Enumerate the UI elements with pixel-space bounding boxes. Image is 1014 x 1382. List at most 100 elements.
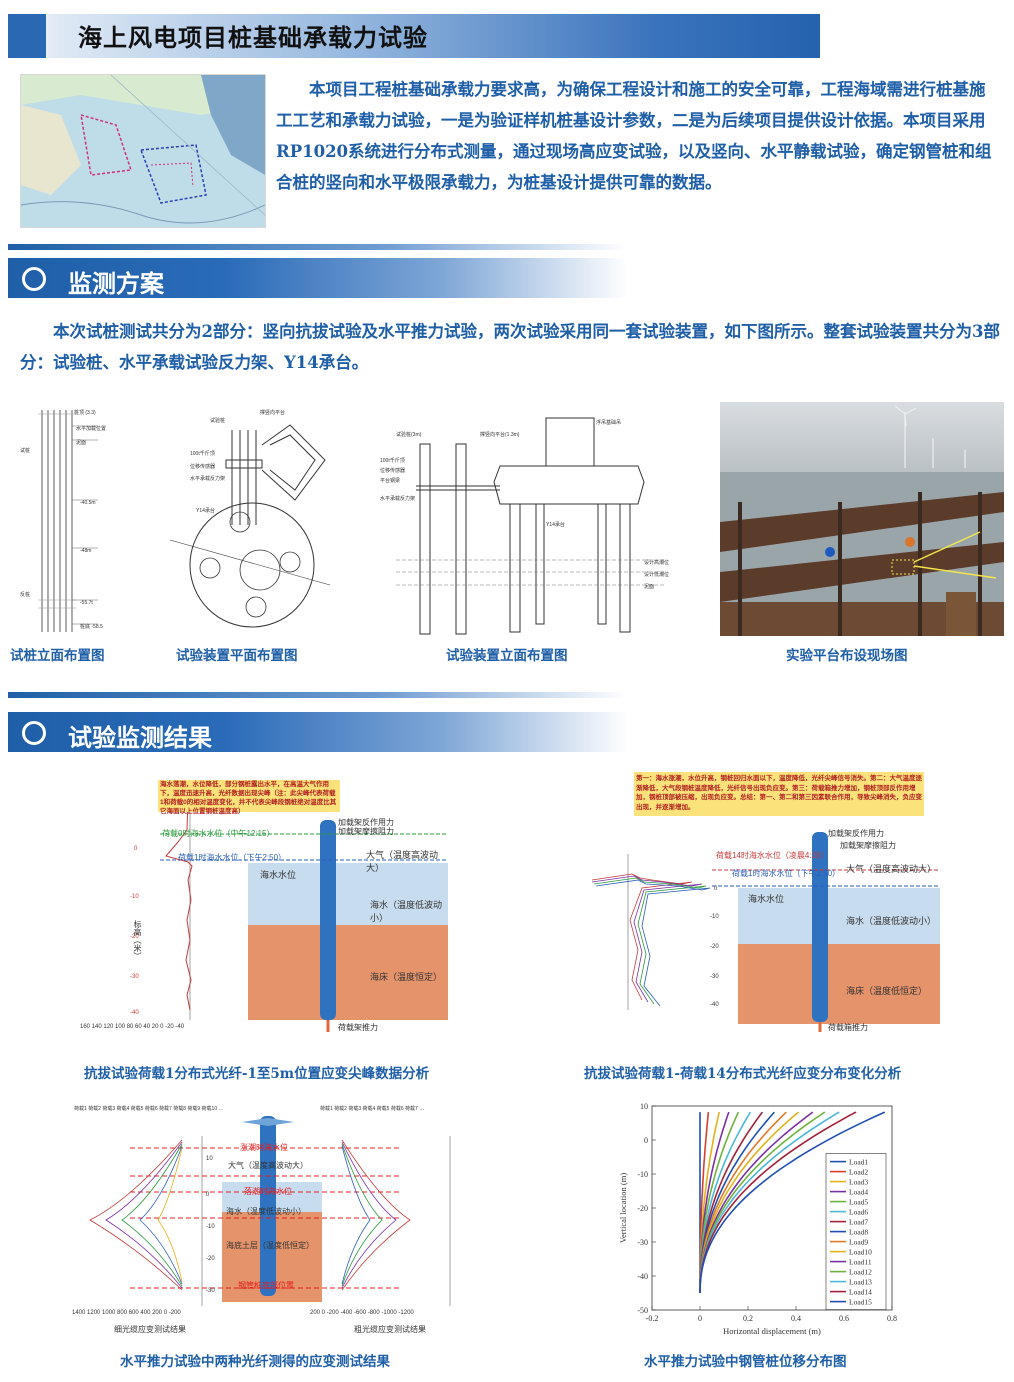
caption-displacement: 水平推力试验中钢管桩位移分布图 xyxy=(644,1354,847,1370)
intro-paragraph: 本项目工程桩基础承载力要求高，为确保工程设计和施工的安全可靠，工程海域需进行桩基… xyxy=(276,80,992,192)
legend-label: Load9 xyxy=(849,1238,868,1247)
svg-text:160 140 120 100 80 60 40: 160 140 120 100 80 60 40 20 0 -20 -40 xyxy=(80,1024,185,1030)
svg-text:桩底 -58.5: 桩底 -58.5 xyxy=(80,623,103,630)
svg-text:试验桩(3m): 试验桩(3m) xyxy=(396,431,422,438)
section-divider xyxy=(8,692,628,698)
circle-icon xyxy=(22,721,46,745)
svg-text:0: 0 xyxy=(134,846,138,852)
fig7-sea: 海水（温度低波动小） xyxy=(226,1207,306,1216)
caption-site-photo: 实验平台布设现场图 xyxy=(786,648,908,664)
svg-text:反桩: 反桩 xyxy=(20,591,30,598)
svg-text:200 0 -200 -400 -600 -800 -100: 200 0 -200 -400 -600 -800 -1000 -1200 xyxy=(310,1310,414,1316)
x-tick-label: -0.2 xyxy=(646,1314,659,1323)
fig5-note: 海水落潮，水位降低，部分钢桩露出水平，在高温大气作用下，温度迅速升高，光纤数据出… xyxy=(160,781,337,815)
fig6-load14-level: 荷载14时海水水位（凌晨4:20） xyxy=(716,851,829,860)
svg-text:-30: -30 xyxy=(206,1288,215,1294)
caption-device-plan: 试验装置平面布置图 xyxy=(176,648,298,664)
fig6-sea: 海水（温度低波动小） xyxy=(846,916,937,926)
series-line-load15 xyxy=(699,1111,886,1294)
fig7-air: 大气（温度高波动大） xyxy=(228,1161,308,1170)
x-tick-label: 0.6 xyxy=(839,1314,849,1323)
fig6-top2: 加载架摩擦阻力 xyxy=(840,841,896,850)
svg-text:0: 0 xyxy=(206,1192,210,1198)
svg-text:荷载1 荷载2 荷载3 荷载4 荷载5 荷载6 荷载7 …: 荷载1 荷载2 荷载3 荷载4 荷载5 荷载6 荷载7 … xyxy=(320,1105,424,1112)
legend-label: Load6 xyxy=(849,1208,868,1217)
svg-text:试验桩: 试验桩 xyxy=(210,417,225,424)
fig7-left-label: 细光缆应变测试结果 xyxy=(114,1325,186,1334)
svg-text:100t千斤顶: 100t千斤顶 xyxy=(380,457,405,464)
fig5-sea: 海水（温度低波动小） xyxy=(370,900,443,923)
svg-text:-40: -40 xyxy=(710,1002,719,1008)
svg-text:荷载1 荷载2 荷载3 荷载4 荷载5 荷载6 荷载7 荷载: 荷载1 荷载2 荷载3 荷载4 荷载5 荷载6 荷载7 荷载8 荷载9 荷载10… xyxy=(74,1105,223,1112)
section-title-results: 试验监测结果 xyxy=(68,724,212,752)
y-tick-label: 0 xyxy=(644,1136,648,1145)
fig6-waterline: 海水水位 xyxy=(748,894,785,904)
svg-text:水平承载反力架: 水平承载反力架 xyxy=(380,495,415,502)
section-title-monitoring: 监测方案 xyxy=(68,270,164,298)
device-elevation-figure: 试验桩(3m) 撑竖向平台(1.3m) 浮吊基础吊 100t千斤顶 位移传感器 … xyxy=(376,400,676,636)
fig7-bottom: 钢管桩底部位置 xyxy=(238,1281,294,1290)
device-plan-figure: 试验桩 撑竖向平台 100t千斤顶 位移传感器 水平承载反力架 Y14承台 xyxy=(160,400,340,636)
svg-text:位移传感器: 位移传感器 xyxy=(190,463,215,470)
caption-lateral-strain: 水平推力试验中两种光纤测得的应变测试结果 xyxy=(120,1354,390,1370)
y-tick-label: -30 xyxy=(637,1238,648,1247)
fig5-load1-level: 荷载1时海水水位（下午2:50） xyxy=(178,853,287,862)
legend-label: Load5 xyxy=(849,1198,868,1207)
svg-text:10: 10 xyxy=(206,1156,213,1162)
x-axis-label: Horizontal displacement (m) xyxy=(723,1326,821,1336)
pile-elevation-figure: 桩顶 (3.3) 水平加载位置 泥面 -40.5m -48m -55.7t 桩底… xyxy=(18,400,126,636)
svg-text:Y14承台: Y14承台 xyxy=(196,507,215,514)
legend-label: Load4 xyxy=(849,1188,868,1197)
svg-text:-20: -20 xyxy=(206,1256,215,1262)
x-tick-label: 0.8 xyxy=(887,1314,897,1323)
legend-label: Load2 xyxy=(849,1168,868,1177)
fig6-air: 大气（温度高波动大） xyxy=(846,864,937,874)
svg-text:设计低潮位: 设计低潮位 xyxy=(644,571,669,578)
y-tick-label: 10 xyxy=(640,1102,648,1111)
svg-text:桩顶 (3.3): 桩顶 (3.3) xyxy=(74,409,96,416)
legend-label: Load13 xyxy=(849,1278,872,1287)
fig5-seabed: 海床（温度恒定） xyxy=(370,972,443,982)
uplift-load1-strain-figure: 0-10-20-30-40 160 140 120 100 80 60 40 2… xyxy=(70,770,450,1032)
fig5-load0-level: 荷载0时海水水位（中午12:15） xyxy=(162,829,275,838)
svg-text:1400 1200 1000 800 600 400 200: 1400 1200 1000 800 600 400 200 0 -200 xyxy=(72,1310,181,1316)
svg-text:-30: -30 xyxy=(130,974,139,980)
svg-text:撑竖向平台: 撑竖向平台 xyxy=(260,409,285,416)
svg-text:撑竖向平台(1.3m): 撑竖向平台(1.3m) xyxy=(480,431,520,438)
title-banner xyxy=(8,14,820,58)
caption-pile-elevation: 试桩立面布置图 xyxy=(10,648,105,664)
map-illustration xyxy=(21,75,265,227)
uplift-load1-14-strain-figure: 0-10-20-30-40 第一：海水涨潮，水位升高，钢桩回归水面以下，温度降低… xyxy=(582,770,942,1032)
svg-text:位移传感器: 位移传感器 xyxy=(380,467,405,474)
svg-text:-40.5m: -40.5m xyxy=(80,500,96,506)
section-banner-monitoring xyxy=(8,258,628,298)
svg-text:-48m: -48m xyxy=(80,548,91,554)
fig6-note: 第一：海水涨潮，水位升高，钢桩回归水面以下，温度降低，光纤尖峰信号消失。第二：大… xyxy=(636,775,922,811)
svg-text:泥面: 泥面 xyxy=(76,439,86,446)
svg-text:-10: -10 xyxy=(206,1224,215,1230)
fig5-air: 大气（温度高波动大） xyxy=(366,850,439,873)
page-title: 海上风电项目桩基础承载力试验 xyxy=(78,24,428,52)
legend-label: Load7 xyxy=(849,1218,868,1227)
svg-text:浮吊基础吊: 浮吊基础吊 xyxy=(596,419,621,426)
svg-text:100t千斤顶: 100t千斤顶 xyxy=(190,450,215,457)
svg-text:-10: -10 xyxy=(710,914,719,920)
y-tick-label: -20 xyxy=(637,1204,648,1213)
fig5-ylabel: 标高（米） xyxy=(133,920,142,960)
svg-text:泥面: 泥面 xyxy=(644,583,654,590)
svg-text:-20: -20 xyxy=(130,934,139,940)
svg-text:平台钢梁: 平台钢梁 xyxy=(380,477,400,484)
svg-text:-10: -10 xyxy=(130,894,139,900)
fig5-top2: 加载架摩擦阻力 xyxy=(338,827,394,836)
fig5-top1: 加载架反作用力 xyxy=(338,818,394,827)
site-photo xyxy=(720,402,1004,636)
caption-uplift-load1: 抗拔试验荷载1分布式光纤-1至5m位置应变尖峰数据分析 xyxy=(84,1066,430,1082)
section-divider xyxy=(8,244,628,250)
svg-text:试桩: 试桩 xyxy=(20,447,30,454)
fig6-bottom: 荷载箱推力 xyxy=(828,1023,868,1032)
svg-text:水平加载位置: 水平加载位置 xyxy=(76,425,106,432)
fig7-soil: 海底土层（温度低恒定） xyxy=(226,1241,314,1250)
x-tick-label: 0 xyxy=(698,1314,702,1323)
